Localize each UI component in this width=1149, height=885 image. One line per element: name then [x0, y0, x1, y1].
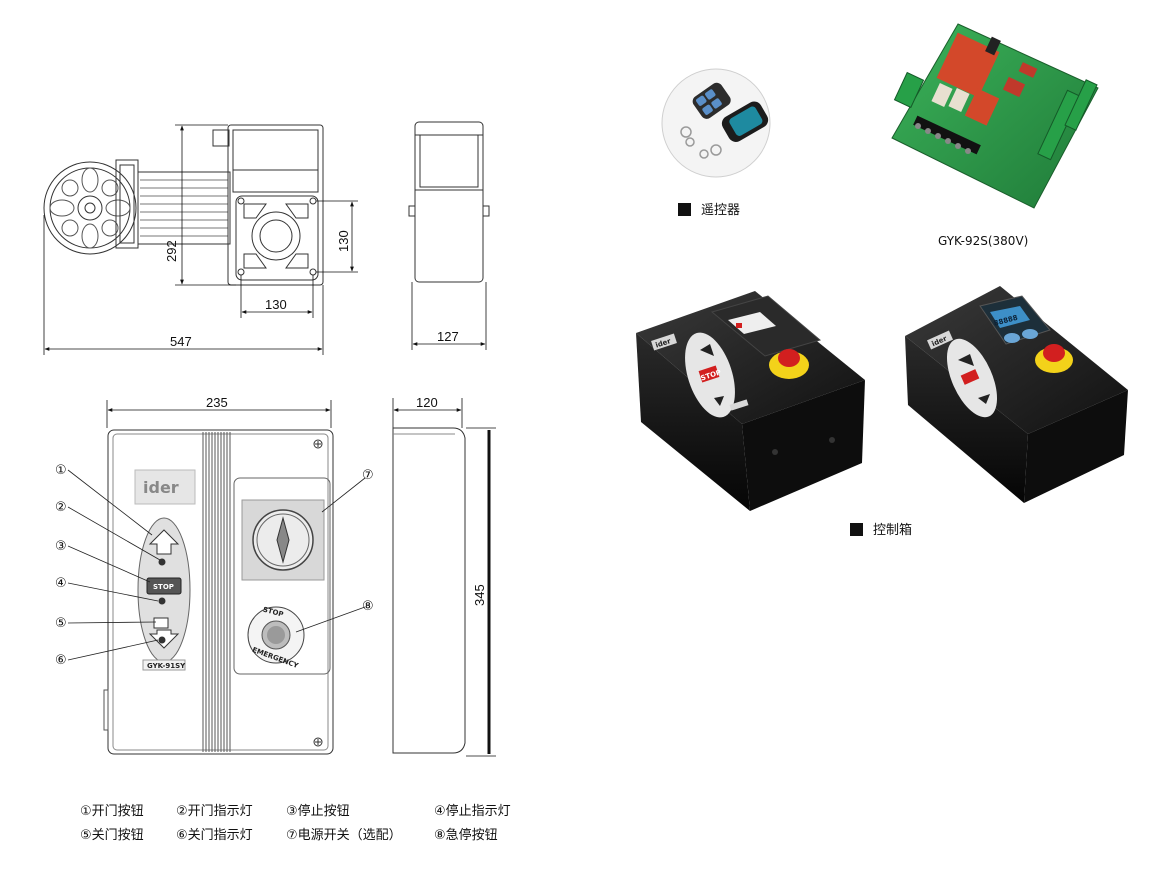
- dim-box-height: 345: [472, 584, 487, 606]
- drive-wheel: [43, 161, 137, 255]
- control-box-front: [103, 429, 334, 755]
- motor-side-view: [408, 121, 490, 283]
- dim-flange-width: 130: [265, 297, 287, 312]
- dim-motor-height: 292: [164, 240, 179, 262]
- legend-item-8: ⑧急停按钮: [434, 828, 498, 843]
- dim-motor-length: 547: [170, 334, 192, 349]
- stop-button: [146, 577, 182, 595]
- callout-7: ⑦: [362, 467, 374, 482]
- control-box-photo-2: [905, 286, 1128, 503]
- callout-leaders: [67, 469, 366, 661]
- dim-flange-height: 130: [336, 230, 351, 252]
- control-box-photo-1: [636, 291, 865, 511]
- legend-item-2: ②开门指示灯: [176, 804, 253, 819]
- callout-5: ⑤: [55, 615, 67, 630]
- legend-item-4: ④停止指示灯: [434, 804, 511, 819]
- remote-control-photo: [661, 68, 771, 178]
- callout-3: ③: [55, 538, 67, 553]
- stop-button-label: STOP: [153, 583, 174, 591]
- caption-square-icon: [850, 523, 863, 536]
- legend-item-3: ③停止按钮: [286, 804, 350, 819]
- control-box-caption-text: 控制箱: [873, 523, 913, 538]
- callout-1: ①: [55, 462, 67, 477]
- remote-caption-text: 遥控器: [701, 203, 741, 218]
- callout-4: ④: [55, 575, 67, 590]
- remote-caption: 遥控器: [678, 199, 740, 218]
- open-arrow-button: [148, 529, 180, 555]
- dim-motor-side-width: 127: [437, 329, 459, 344]
- callout-6: ⑥: [55, 652, 67, 667]
- dim-box-depth: 120: [416, 395, 438, 410]
- control-box-caption: 控制箱: [850, 519, 912, 538]
- legend-item-7: ⑦电源开关（选配）: [286, 828, 402, 843]
- dim-box-width: 235: [206, 395, 228, 410]
- box-brand-label: ider: [143, 478, 179, 497]
- pcb-board-photo: [891, 23, 1099, 209]
- legend-item-1: ①开门按钮: [80, 804, 144, 819]
- legend-item-6: ⑥关门指示灯: [176, 828, 253, 843]
- callout-8: ⑧: [362, 598, 374, 613]
- legend-item-5: ⑤关门按钮: [80, 828, 144, 843]
- control-box-side: [392, 427, 466, 754]
- box-model-label: GYK-91SY: [147, 662, 186, 670]
- caption-square-icon: [678, 203, 691, 216]
- board-caption: GYK-92S(380V): [938, 234, 1029, 248]
- callout-2: ②: [55, 499, 67, 514]
- motor-front-view: [43, 124, 324, 286]
